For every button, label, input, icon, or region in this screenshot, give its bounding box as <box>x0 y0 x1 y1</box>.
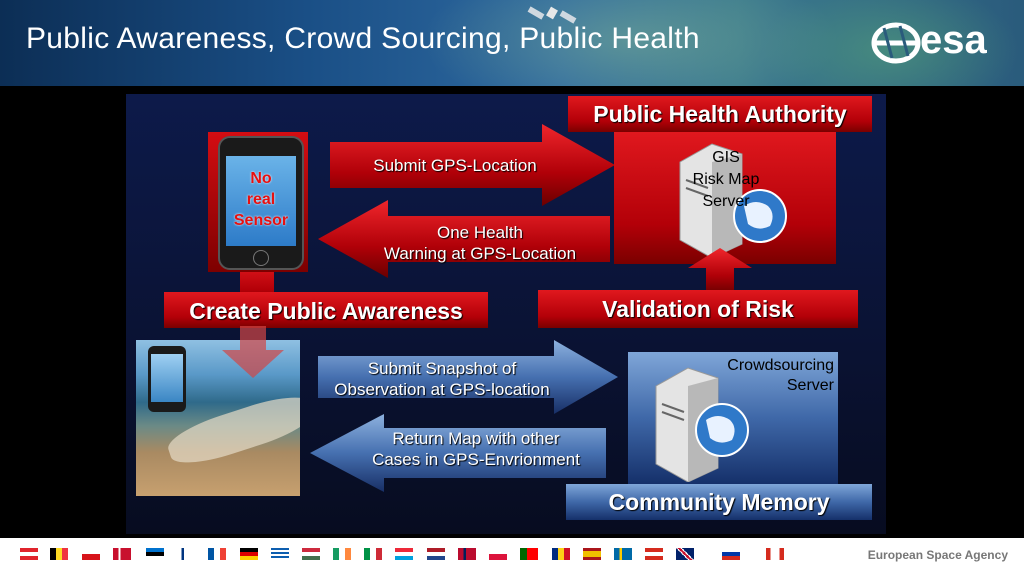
awareness-down-arrow <box>222 326 284 378</box>
flag-belgium-icon <box>50 548 68 560</box>
flag-canada-icon <box>766 548 784 560</box>
esa-logo: esa <box>870 14 1010 70</box>
public-health-authority-label: Public Health Authority <box>568 96 872 132</box>
submit-snapshot-arrow <box>318 340 618 414</box>
observation-photo <box>136 340 300 496</box>
header-banner: Public Awareness, Crowd Sourcing, Public… <box>0 0 1024 86</box>
gis-server-line-1: GIS <box>712 149 740 166</box>
phone-device-icon: No real Sensor <box>218 136 304 270</box>
submit-gps-arrow <box>330 124 615 206</box>
flag-italy-icon <box>364 548 382 560</box>
crowd-server-line-1: Crowdsourcing <box>727 357 834 374</box>
return-map-line-2: Cases in GPS-Envrionment <box>372 450 580 469</box>
flag-estonia-icon <box>146 548 164 560</box>
flag-france-icon <box>208 548 226 560</box>
community-memory-label: Community Memory <box>566 484 872 520</box>
gis-server-label: GIS Risk Map Server <box>676 147 776 213</box>
flag-germany-icon <box>240 548 258 560</box>
flag-uk-icon <box>676 548 694 560</box>
agency-name: European Space Agency <box>867 548 1008 562</box>
phone-label-line-3: Sensor <box>233 212 289 229</box>
gis-server-icon <box>679 143 787 258</box>
flag-denmark-icon <box>113 548 131 560</box>
submit-snapshot-label: Submit Snapshot of Observation at GPS-lo… <box>322 358 562 400</box>
return-map-label: Return Map with other Cases in GPS-Envri… <box>356 428 596 470</box>
flag-poland-icon <box>489 548 507 560</box>
flag-norway-icon <box>458 548 476 560</box>
phone-screen: No real Sensor <box>226 156 296 246</box>
flag-hungary-icon <box>302 548 320 560</box>
flag-luxembourg-icon <box>395 548 413 560</box>
phone-label: No real Sensor <box>226 168 296 231</box>
phone-label-line-2: real <box>246 191 276 208</box>
flag-czech-icon <box>82 548 100 560</box>
phone-home-button <box>253 250 269 266</box>
submit-snapshot-line-1: Submit Snapshot of <box>367 359 517 378</box>
flag-netherlands-icon <box>427 548 445 560</box>
crowd-server-label: Crowdsourcing Server <box>700 356 834 396</box>
validation-label: Validation of Risk <box>538 290 858 328</box>
photo-phone-icon <box>148 346 186 412</box>
flag-ireland-icon <box>333 548 351 560</box>
create-awareness-label: Create Public Awareness <box>164 292 488 328</box>
submit-snapshot-line-2: Observation at GPS-location <box>334 380 550 399</box>
warning-arrow <box>318 200 610 278</box>
flag-switzerland-icon <box>645 548 663 560</box>
gis-server-line-2: Risk Map <box>692 171 760 188</box>
crowd-server-icon <box>655 367 749 482</box>
esa-logo-text: esa <box>920 18 987 62</box>
flag-portugal-icon <box>520 548 538 560</box>
warning-label-line-1: One Health <box>437 223 523 242</box>
crowd-server-line-2: Server <box>786 377 834 394</box>
up-arrow <box>688 248 752 294</box>
warning-label-line-2: Warning at GPS-Location <box>383 244 577 263</box>
esa-emblem-icon <box>871 22 921 64</box>
flag-romania-icon <box>552 548 570 560</box>
flag-sweden-icon <box>614 548 632 560</box>
flag-greece-icon <box>271 548 289 560</box>
warning-label: One Health Warning at GPS-Location <box>365 222 595 264</box>
flag-spain-icon <box>583 548 601 560</box>
flag-finland-icon <box>176 548 194 560</box>
page-title: Public Awareness, Crowd Sourcing, Public… <box>26 22 700 55</box>
submit-gps-label: Submit GPS-Location <box>373 156 537 175</box>
gis-server-line-3: Server <box>702 193 750 210</box>
phone-label-line-1: No <box>250 170 272 187</box>
return-map-line-1: Return Map with other <box>392 429 560 448</box>
flag-austria-icon <box>20 548 38 560</box>
footer <box>0 538 1024 576</box>
flag-slovenia-icon <box>722 548 740 560</box>
return-map-arrow <box>310 414 606 492</box>
satellite-icon <box>527 6 577 24</box>
